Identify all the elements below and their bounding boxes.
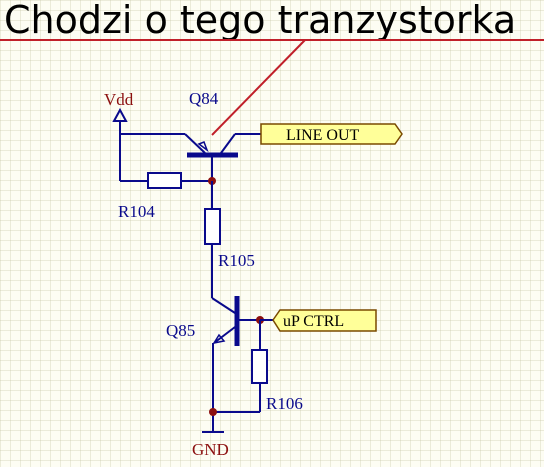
port-shape [260, 123, 403, 145]
vdd-label: Vdd [104, 90, 134, 109]
npn-transistor-icon [184, 133, 238, 181]
up-ctrl-port: uP CTRL [272, 309, 377, 332]
resistor-icon [147, 172, 182, 189]
resistor-icon [251, 349, 268, 384]
gnd-symbol: GND [192, 431, 229, 459]
pointer-line [211, 39, 306, 136]
q84-transistor: Q84 [184, 89, 238, 181]
q85-transistor: Q85 [166, 296, 260, 346]
r105-designator: R105 [218, 251, 255, 270]
junction-ground [209, 408, 217, 416]
line-out-port: LINE OUT [260, 123, 403, 145]
r104-resistor: R104 [118, 172, 182, 221]
gnd-label: GND [192, 440, 229, 459]
r104-designator: R104 [118, 202, 155, 221]
up-ctrl-label: uP CTRL [283, 313, 344, 330]
q84-designator: Q84 [189, 89, 219, 108]
r105-resistor: R105 [204, 208, 255, 270]
power-arrow-icon [112, 107, 128, 122]
page-title: Chodzi o tego tranzystorka [4, 0, 517, 42]
vdd-symbol: Vdd [104, 90, 134, 122]
r106-designator: R106 [266, 394, 303, 413]
npn-transistor-icon [211, 296, 260, 346]
q85-designator: Q85 [166, 321, 195, 340]
resistor-icon [204, 208, 221, 245]
line-out-label: LINE OUT [286, 127, 360, 144]
port-shape [272, 309, 377, 332]
